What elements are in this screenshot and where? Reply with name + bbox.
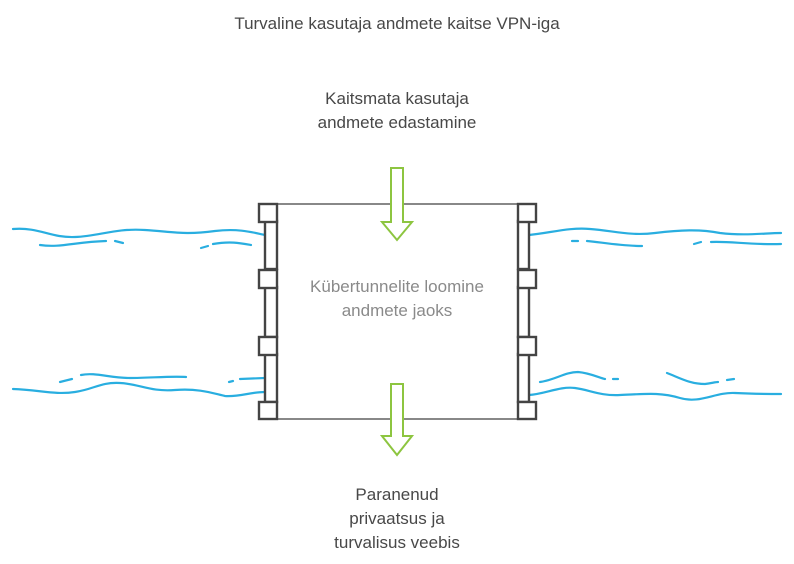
water-waves-right-lower bbox=[527, 370, 783, 401]
left-tunnel-post bbox=[257, 202, 279, 421]
water-waves-right-upper bbox=[527, 227, 783, 248]
water-waves-left-upper bbox=[11, 227, 267, 250]
right-post-block bbox=[516, 202, 538, 224]
input-label: Kaitsmata kasutaja andmete edastamine bbox=[317, 89, 477, 132]
diagram-title: Turvaline kasutaja andmete kaitse VPN-ig… bbox=[234, 14, 560, 33]
right-post-block bbox=[516, 335, 538, 357]
right-post-block bbox=[516, 268, 538, 290]
water-waves-left-lower bbox=[11, 373, 267, 398]
process-label: Kübertunnelite loomine andmete jaoks bbox=[310, 277, 484, 320]
right-post-block bbox=[516, 400, 538, 421]
left-post-block bbox=[257, 335, 279, 357]
output-arrow-icon bbox=[379, 383, 415, 457]
output-label: Paranenud privaatsus ja turvalisus veebi… bbox=[334, 485, 460, 552]
left-post-block bbox=[257, 400, 279, 421]
input-arrow-icon bbox=[379, 167, 415, 242]
right-tunnel-post bbox=[516, 202, 538, 421]
left-post-block bbox=[257, 202, 279, 224]
left-post-block bbox=[257, 268, 279, 290]
